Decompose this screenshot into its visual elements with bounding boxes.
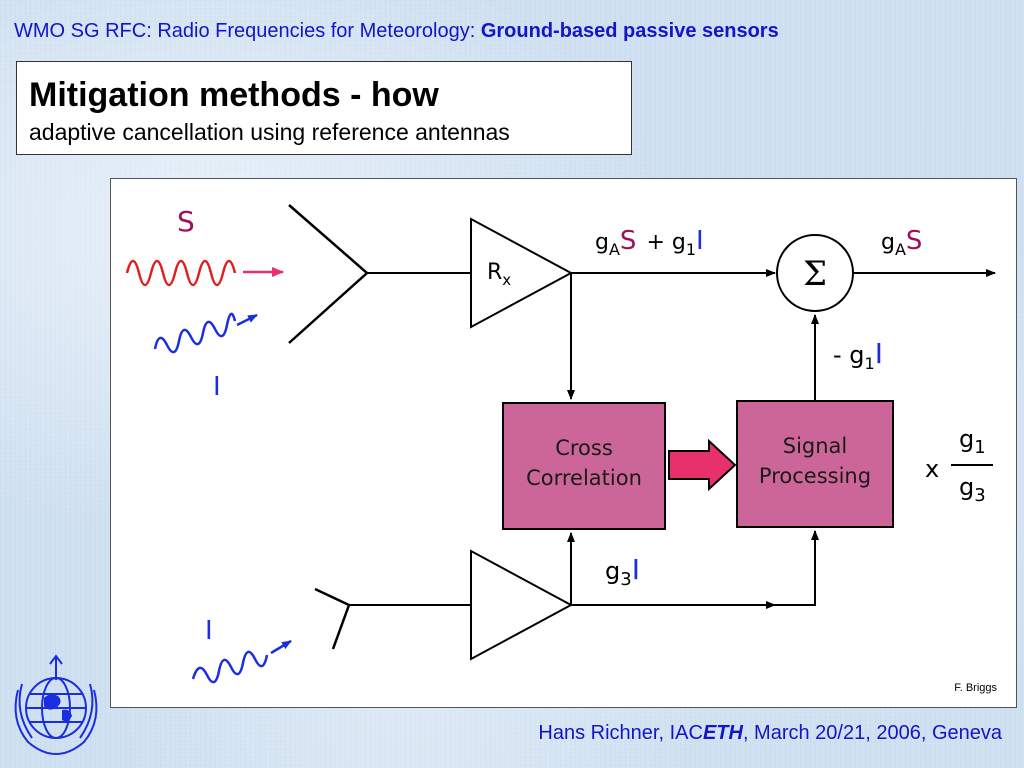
ratio-numerator: g1 bbox=[959, 425, 986, 458]
interference-label-top: I bbox=[213, 372, 221, 402]
footer-suffix: , March 20/21, 2006, Geneva bbox=[742, 722, 1002, 744]
footer-prefix: Hans Richner, IAC bbox=[538, 722, 703, 744]
signal-wave bbox=[125, 259, 237, 287]
reference-label: g3I bbox=[605, 553, 640, 590]
interference-arrow-bottom bbox=[270, 639, 292, 655]
signal-processing-line1: Signal bbox=[783, 434, 848, 458]
slide-header: WMO SG RFC: Radio Frequencies for Meteor… bbox=[14, 20, 1014, 43]
header-prefix: WMO SG RFC: Radio Frequencies for Meteor… bbox=[14, 20, 481, 42]
diagram-frame: S I Rx gAS+ g1I Σ gAS Cross Correlation bbox=[110, 178, 1017, 708]
output-label-left: gAS+ g1I bbox=[595, 226, 704, 259]
ratio-denominator: g3 bbox=[959, 473, 986, 506]
footer-eth: ETH bbox=[702, 722, 743, 744]
reference-to-processing-line bbox=[775, 530, 819, 606]
cross-correlation-line2: Correlation bbox=[526, 466, 642, 490]
credit-text: F. Briggs bbox=[954, 682, 997, 694]
slide-subtitle: adaptive cancellation using reference an… bbox=[29, 119, 510, 145]
cross-correlation-line1: Cross bbox=[555, 436, 613, 460]
slide-title: Mitigation methods - how bbox=[29, 76, 439, 114]
title-box: Mitigation methods - how adaptive cancel… bbox=[16, 61, 632, 155]
interference-wave-top bbox=[153, 312, 237, 354]
signal-processing-box bbox=[736, 400, 894, 528]
sum-symbol: Σ bbox=[803, 254, 827, 294]
main-antenna bbox=[288, 204, 369, 344]
reference-antenna bbox=[314, 587, 351, 650]
receiver-label: Rx bbox=[487, 260, 511, 289]
signal-s-label: S bbox=[177, 205, 195, 238]
cross-correlation-box bbox=[502, 402, 666, 530]
header-bold: Ground-based passive sensors bbox=[480, 20, 779, 42]
wmo-logo-icon bbox=[14, 654, 98, 755]
feedback-label: - g1I bbox=[833, 337, 883, 373]
block-diagram: S I Rx gAS+ g1I Σ gAS Cross Correlation bbox=[125, 204, 997, 694]
correlation-to-processing-arrow bbox=[668, 438, 737, 492]
interference-wave-bottom bbox=[191, 650, 269, 684]
reference-amplifier bbox=[470, 549, 574, 661]
ratio-multiplier: x bbox=[925, 455, 939, 483]
receiver-amplifier bbox=[470, 217, 574, 329]
output-label-right: gAS bbox=[881, 226, 922, 259]
signal-processing-line2: Processing bbox=[759, 464, 871, 488]
interference-arrow-top bbox=[236, 313, 258, 327]
slide-footer: Hans Richner, IACETH, March 20/21, 2006,… bbox=[538, 722, 1002, 745]
interference-label-bottom: I bbox=[205, 616, 213, 646]
